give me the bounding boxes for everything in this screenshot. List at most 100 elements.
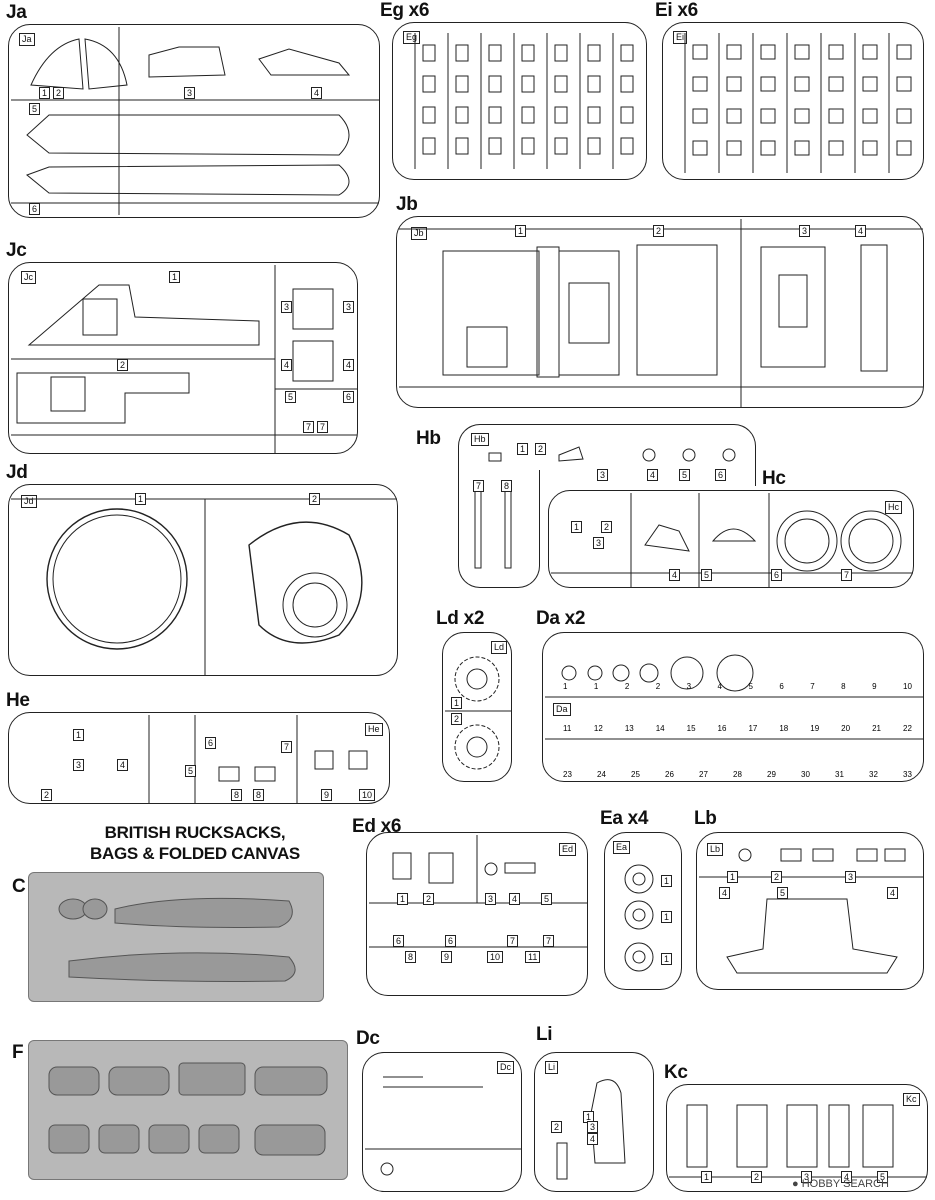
part-number: 18 [779,724,788,733]
part-number: 4 [647,469,659,481]
part-number: 2 [535,443,547,455]
part-number: 4 [343,359,355,371]
sprue-ld-parts [445,656,511,770]
part-number: 9 [872,682,877,691]
part-number: 4 [509,893,521,905]
ei-part [896,44,912,60]
eg-part [488,137,502,155]
part-number: 7 [543,935,555,947]
sprue-jb: Jb 1 2 3 4 [396,216,924,408]
part-number: 6 [445,935,457,947]
sprue-tag: Jb [411,227,427,240]
part-number: 4 [311,87,323,99]
ei-part [760,140,776,156]
part-number: 2 [41,789,53,801]
ei-part [896,140,912,156]
eg-part [488,106,502,124]
part-number: 6 [205,737,217,749]
sprue-f-parts [48,1062,328,1156]
sprue-label-jd: Jd [6,462,28,483]
sprue-c-parts [58,897,296,982]
sprue-ja-parts [11,27,379,215]
watermark-text: HOBBY SEARCH [801,1178,889,1190]
sprue-dc: Dc [362,1052,522,1192]
sprue-label-ld: Ld x2 [436,608,485,629]
eg-part [554,75,568,93]
ei-part [828,140,844,156]
sprue-label-ei: Ei x6 [655,0,698,21]
sprue-ed: Ed 1 2 3 4 5 6 6 7 7 8 9 10 11 [366,832,588,996]
sprue-tag: Hc [885,501,902,514]
sprue-label-lb: Lb [694,808,717,829]
eg-part [521,44,535,62]
part-number: 1 [39,87,51,99]
eg-part [422,106,436,124]
ei-part [760,44,776,60]
sprue-tag: Eg [403,31,421,44]
eg-part [455,137,469,155]
eg-part [488,75,502,93]
part-number: 3 [184,87,196,99]
part-number: 2 [656,682,661,691]
part-number: 17 [748,724,757,733]
sprue-tag: Ea [613,841,631,854]
part-number: 1 [563,682,568,691]
sprue-label-ja: Ja [6,2,27,23]
part-number: 5 [541,893,553,905]
part-number: 1 [515,225,527,237]
eg-part [587,106,601,124]
sprue-hb-parts [488,446,736,462]
part-number: 14 [656,724,665,733]
part-number: 1 [594,682,599,691]
part-number: 3 [73,759,85,771]
eg-part [488,44,502,62]
eg-part [554,106,568,124]
eg-part [521,75,535,93]
part-number: 6 [393,935,405,947]
part-number: 1 [571,521,583,533]
sprue-ja: Ja 1 2 3 4 5 6 [8,24,380,218]
part-number: 8 [405,951,417,963]
sprue-hb-lower: 7 8 [458,470,540,588]
part-number: 4 [669,569,681,581]
ei-part [828,108,844,124]
eg-part [455,75,469,93]
ei-part [794,108,810,124]
section-heading: BRITISH RUCKSACKS, BAGS & FOLDED CANVAS [90,822,300,864]
sprue-he-parts [148,715,368,803]
sprue-ea-parts [624,864,654,972]
part-number: 20 [841,724,850,733]
part-number: 9 [441,951,453,963]
eg-part [455,44,469,62]
part-number: 11 [525,951,541,963]
part-number: 6 [715,469,727,481]
eg-part [521,137,535,155]
part-number: 7 [281,741,293,753]
ei-part [862,140,878,156]
part-number: 4 [855,225,867,237]
part-number: 12 [594,724,603,733]
ei-part [760,108,776,124]
part-number: 3 [587,1121,599,1133]
part-number: 5 [777,887,789,899]
part-number: 4 [841,1171,853,1183]
ei-part [726,140,742,156]
sprue-hc: Hc 1 2 3 4 5 6 7 [548,490,914,588]
ei-part [896,108,912,124]
part-number: 22 [903,724,912,733]
sprue-tag: Jd [21,495,37,508]
sprue-label-eg: Eg x6 [380,0,430,21]
sprue-tag: Li [545,1061,559,1074]
sprue-label-f: F [12,1042,24,1063]
sprue-jc: Jc 1 2 3 3 4 4 5 6 7 7 [8,262,358,454]
sprue-label-ed: Ed x6 [352,816,402,837]
part-number: 16 [718,724,727,733]
sprue-kc: Kc 1 2 3 4 5 [666,1084,928,1192]
part-number: 21 [872,724,881,733]
ei-part [828,76,844,92]
part-number: 3 [597,469,609,481]
sprue-label-jc: Jc [6,240,27,261]
part-number: 1 [397,893,409,905]
part-number: 24 [597,770,606,779]
part-number: 2 [653,225,665,237]
